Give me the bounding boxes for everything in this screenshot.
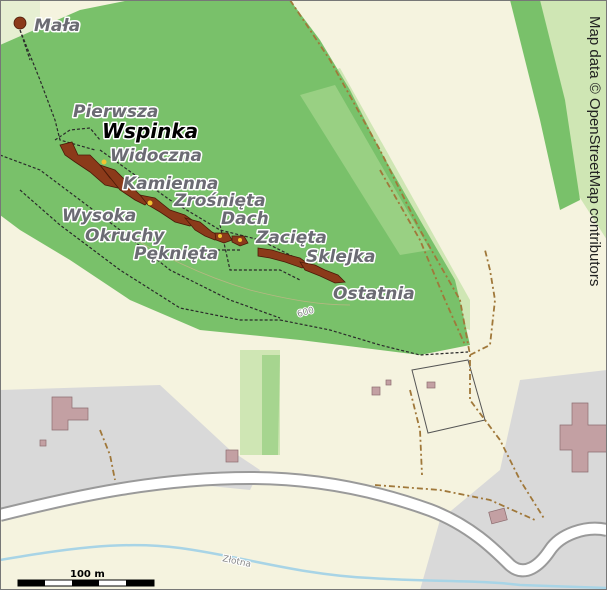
label-wysoka: Wysoka bbox=[62, 206, 136, 226]
label-peknieta: Pęknięta bbox=[134, 244, 218, 264]
label-ostatnia: Ostatnia bbox=[333, 284, 415, 304]
meadow-strip bbox=[262, 355, 280, 455]
stream bbox=[0, 543, 607, 590]
tracks bbox=[99, 0, 546, 521]
main-road bbox=[0, 472, 607, 576]
forest-clearing bbox=[300, 85, 430, 255]
attribution: Map data © OpenStreetMap contributors bbox=[586, 16, 603, 286]
label-wspinka: Wspinka bbox=[102, 119, 198, 143]
contour-label: 600 bbox=[296, 306, 315, 320]
scale-bar: 100 m bbox=[17, 569, 155, 587]
climbing-rocks bbox=[13, 16, 346, 284]
label-dach: Dach bbox=[221, 209, 269, 229]
forest-strip bbox=[510, 0, 580, 210]
scale-label: 100 m bbox=[70, 569, 105, 580]
label-widoczna: Widoczna bbox=[110, 146, 202, 166]
label-zrosnieta: Zrośnięta bbox=[173, 191, 266, 211]
label-okruchy: Okruchy bbox=[85, 226, 165, 246]
label-mala: Mała bbox=[34, 16, 80, 36]
buildings bbox=[39, 379, 607, 525]
rock-mala bbox=[13, 16, 27, 30]
forest-area bbox=[0, 0, 470, 355]
contour-line bbox=[119, 229, 351, 306]
label-kamienna: Kamienna bbox=[123, 174, 218, 194]
rock-markers bbox=[101, 159, 242, 242]
rock-ostatnia bbox=[299, 261, 346, 284]
label-pierwsza: Pierwsza bbox=[73, 102, 158, 122]
footpaths bbox=[0, 29, 469, 356]
label-sklejka: Sklejka bbox=[306, 247, 376, 267]
label-zacieta: Zacięta bbox=[255, 228, 327, 248]
